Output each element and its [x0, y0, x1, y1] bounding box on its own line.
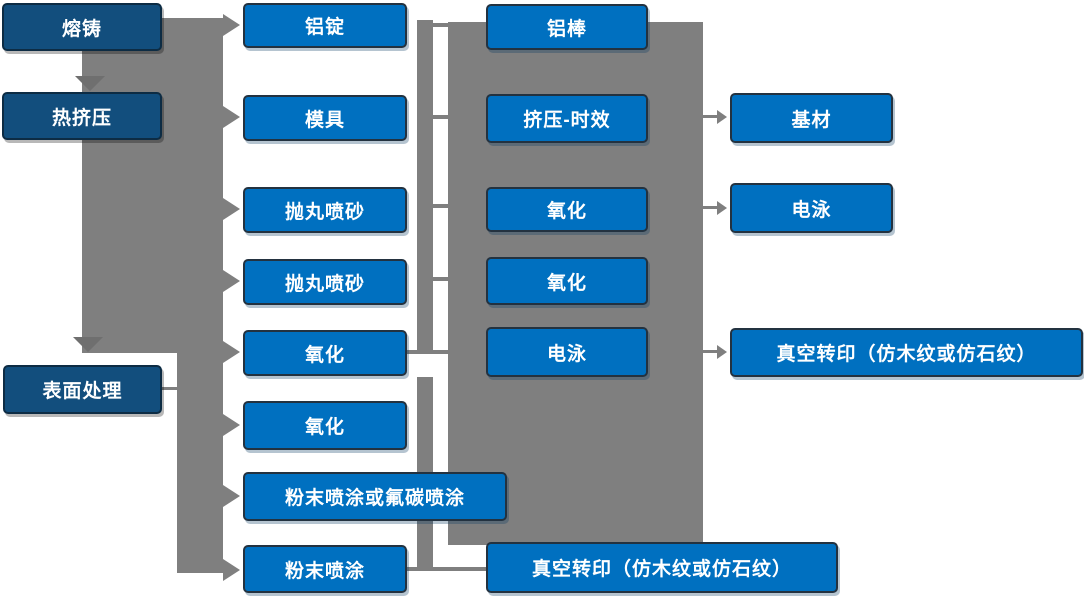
middle-bus-upper [417, 20, 433, 352]
arrow-line-to-vacuum-transfer [703, 350, 717, 353]
node-oxidation-4: 氧化 [486, 257, 648, 305]
node-oxidation-1: 氧化 [243, 330, 407, 376]
node-oxidation-3: 氧化 [486, 187, 648, 232]
powder-to-vacuum-line [406, 567, 486, 571]
node-oxidation-2: 氧化 [243, 401, 407, 450]
left-trunk-connector [82, 18, 223, 353]
node-extrusion-aging: 挤压-时效 [486, 94, 648, 143]
node-powder-coating: 粉末喷涂 [243, 545, 407, 593]
down-arrowhead-to-hot-extrusion [75, 76, 105, 91]
node-powder-or-fluorocarbon-coating: 粉末喷涂或氟碳喷涂 [243, 472, 507, 521]
arrowhead-to-oxidation-1 [223, 341, 240, 363]
node-aluminum-ingot: 铝锭 [243, 3, 407, 48]
node-shot-blast-sandblast-1: 抛丸喷砂 [243, 187, 407, 233]
oxidation-to-mass-line [406, 350, 448, 354]
node-vacuum-transfer-print-right: 真空转印（仿木纹或仿石纹） [730, 328, 1083, 377]
bus-link-row1 [433, 23, 448, 27]
down-arrowhead-to-surface-treatment [73, 337, 103, 352]
node-electrophoresis-1: 电泳 [486, 327, 648, 377]
arrowhead-to-powder-coating [223, 559, 240, 581]
arrowhead-to-mold [223, 106, 240, 128]
stage-surface-treatment-node: 表面处理 [3, 365, 162, 414]
arm-row1-connector [162, 19, 223, 32]
stage-hot-extrusion-node: 热挤压 [2, 92, 162, 140]
node-vacuum-transfer-print-bottom: 真空转印（仿木纹或仿石纹） [486, 542, 838, 593]
node-electrophoresis-2: 电泳 [730, 183, 893, 233]
arrowhead-to-shot-blast-1 [223, 198, 240, 220]
surface-treatment-link-line [162, 387, 178, 390]
arrow-line-to-substrate [703, 115, 717, 118]
stage-melting-casting-node: 熔铸 [2, 3, 162, 51]
bus-link-row2 [433, 115, 448, 119]
node-mold: 模具 [243, 95, 407, 141]
node-substrate: 基材 [730, 93, 893, 143]
node-aluminum-rod: 铝棒 [486, 4, 648, 50]
arrowhead-to-vacuum-transfer [717, 345, 727, 359]
arrowhead-to-shot-blast-2 [223, 270, 240, 292]
left-lower-trunk-connector [177, 353, 223, 573]
arrowhead-to-oxidation-2 [223, 414, 240, 436]
arrowhead-to-electrophoresis [717, 201, 727, 215]
arrowhead-to-aluminum-ingot [223, 14, 240, 36]
node-shot-blast-sandblast-2: 抛丸喷砂 [243, 259, 407, 305]
arrowhead-to-substrate [717, 110, 727, 124]
arm-row2-connector [162, 111, 223, 124]
arrow-line-to-electrophoresis [703, 206, 717, 209]
bus-link-row3 [433, 204, 448, 208]
bus-link-row4 [433, 277, 448, 281]
arrowhead-to-powder-fluorocarbon [223, 485, 240, 507]
